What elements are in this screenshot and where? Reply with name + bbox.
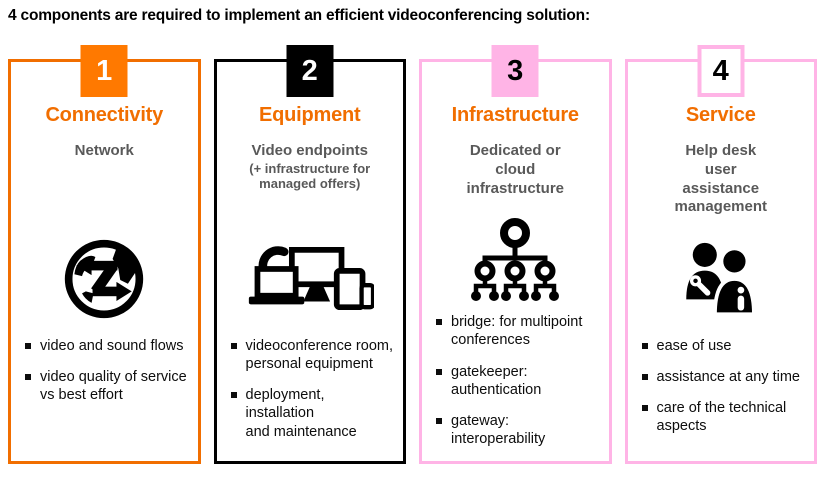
square-bullet-icon [230, 392, 237, 399]
square-bullet-icon [25, 343, 31, 349]
bullet-item: video quality of service vs best effort [25, 368, 190, 404]
bullet-item: bridge: for multipoint conferences [436, 313, 601, 349]
card-service: 4 Service Help desk user assistance mana… [624, 45, 817, 464]
card-subtitle: Video endpoints [251, 142, 368, 159]
bullet-list: ease of use assistance at any time care … [628, 333, 815, 449]
bullet-item: deployment, installation and maintenance [230, 386, 396, 440]
card-infrastructure: 3 Infrastructure Dedicated or cloud infr… [419, 45, 612, 464]
card-equipment: 2 Equipment Video endpoints (+ infrastru… [213, 45, 406, 464]
card-number-badge: 2 [286, 45, 334, 97]
support-people-icon [677, 240, 765, 323]
bullet-item: video and sound flows [25, 337, 190, 355]
square-bullet-icon [641, 405, 648, 412]
square-bullet-icon [436, 417, 442, 424]
card-number-badge: 3 [491, 45, 539, 97]
square-bullet-icon [230, 343, 237, 349]
card-connectivity: 1 Connectivity Network video [8, 45, 201, 464]
bullet-list: video and sound flows video quality of s… [11, 333, 198, 417]
card-subtitle: Help desk user assistance management [674, 142, 768, 216]
page-title: 4 components are required to implement a… [8, 7, 590, 24]
globe-data-exchange-icon [61, 236, 147, 327]
square-bullet-icon [641, 374, 648, 381]
card-heading: Equipment [258, 104, 361, 126]
components-row: 1 Connectivity Network video [0, 45, 824, 464]
card-subtitle: Network [74, 142, 134, 159]
bullet-item: ease of use [641, 337, 807, 355]
bullet-item: gatekeeper: authentication [436, 363, 601, 399]
card-subtitle: Dedicated or cloud infrastructure [466, 142, 565, 197]
square-bullet-icon [436, 368, 442, 375]
card-heading: Connectivity [45, 104, 164, 126]
bullet-item: care of the technical aspects [641, 399, 807, 435]
card-heading: Infrastructure [451, 104, 579, 126]
bullet-list: videoconference room, personal equipment… [217, 333, 404, 454]
card-number-badge: 4 [697, 45, 745, 97]
card-heading: Service [685, 104, 756, 126]
bullet-item: assistance at any time [641, 368, 807, 386]
square-bullet-icon [436, 319, 442, 326]
bullet-item: gateway: interoperability [436, 412, 601, 448]
hierarchy-network-icon [465, 218, 565, 309]
card-subtitle-note: (+ infrastructure for managed offers) [249, 160, 371, 192]
devices-icon [246, 238, 375, 325]
bullet-item: videoconference room, personal equipment [230, 337, 396, 373]
bullet-list: bridge: for multipoint conferences gatek… [422, 309, 609, 461]
square-bullet-icon [25, 374, 31, 381]
square-bullet-icon [641, 343, 648, 349]
card-number-badge: 1 [80, 45, 128, 97]
